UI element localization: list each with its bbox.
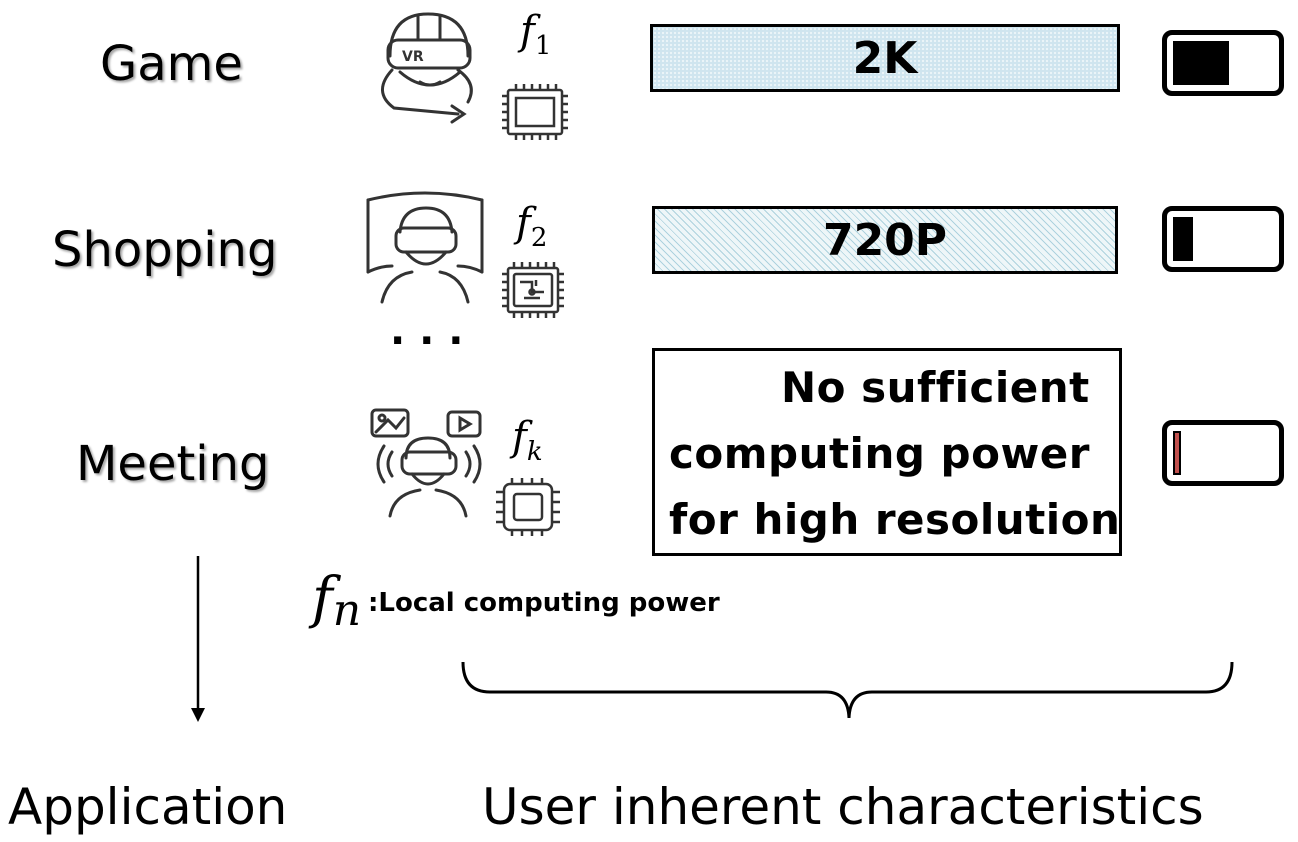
freq-subscript: 1: [534, 31, 552, 61]
ellipsis: · · ·: [390, 318, 464, 364]
resolution-bar-720p: 720P: [652, 206, 1118, 274]
warning-box: No sufficient computing power for high r…: [652, 348, 1122, 556]
cpu-chip-icon-k: [496, 478, 560, 536]
vr-meeting-icon: [370, 408, 482, 518]
freq-symbol: f: [520, 8, 535, 54]
freq-symbol: f: [512, 414, 527, 460]
freq-label-shopping: f2: [516, 200, 547, 253]
vr-gamer-icon: VR: [381, 12, 473, 124]
legend-sub: n: [332, 585, 362, 636]
footer-user-characteristics: User inherent characteristics: [482, 778, 1204, 836]
curly-bracket: [461, 661, 1234, 719]
application-arrow: [191, 556, 205, 722]
battery-meeting: [1162, 420, 1284, 486]
battery-fill: [1173, 217, 1193, 261]
freq-label-meeting: fk: [512, 414, 543, 467]
cpu-circuit-icon: [502, 262, 564, 318]
freq-label-game: f1: [520, 8, 551, 61]
freq-symbol: f: [516, 200, 531, 246]
vr-shopper-icon: [366, 191, 484, 304]
app-label-meeting: Meeting: [76, 436, 270, 492]
battery-fill: [1173, 41, 1229, 85]
footer-application: Application: [8, 778, 288, 836]
battery-game: [1162, 30, 1284, 96]
app-label-game: Game: [100, 36, 243, 92]
resolution-label: 720P: [822, 214, 948, 266]
svg-text:VR: VR: [402, 49, 424, 65]
app-label-shopping: Shopping: [52, 222, 278, 278]
warning-line-2: computing power: [669, 429, 1090, 478]
battery-shopping: [1162, 206, 1284, 272]
legend-f: f: [312, 566, 333, 631]
warning-line-3: for high resolution: [669, 495, 1121, 544]
battery-fill: [1173, 431, 1181, 475]
resolution-bar-2k: 2K: [650, 24, 1120, 92]
resolution-label: 2K: [852, 32, 918, 84]
warning-line-1: No sufficient: [781, 363, 1090, 412]
freq-subscript: 2: [530, 223, 548, 253]
legend-symbol: fn: [312, 566, 361, 636]
freq-subscript: k: [526, 437, 543, 467]
cpu-chip-icon: [502, 84, 568, 140]
legend-text: :Local computing power: [368, 588, 720, 618]
